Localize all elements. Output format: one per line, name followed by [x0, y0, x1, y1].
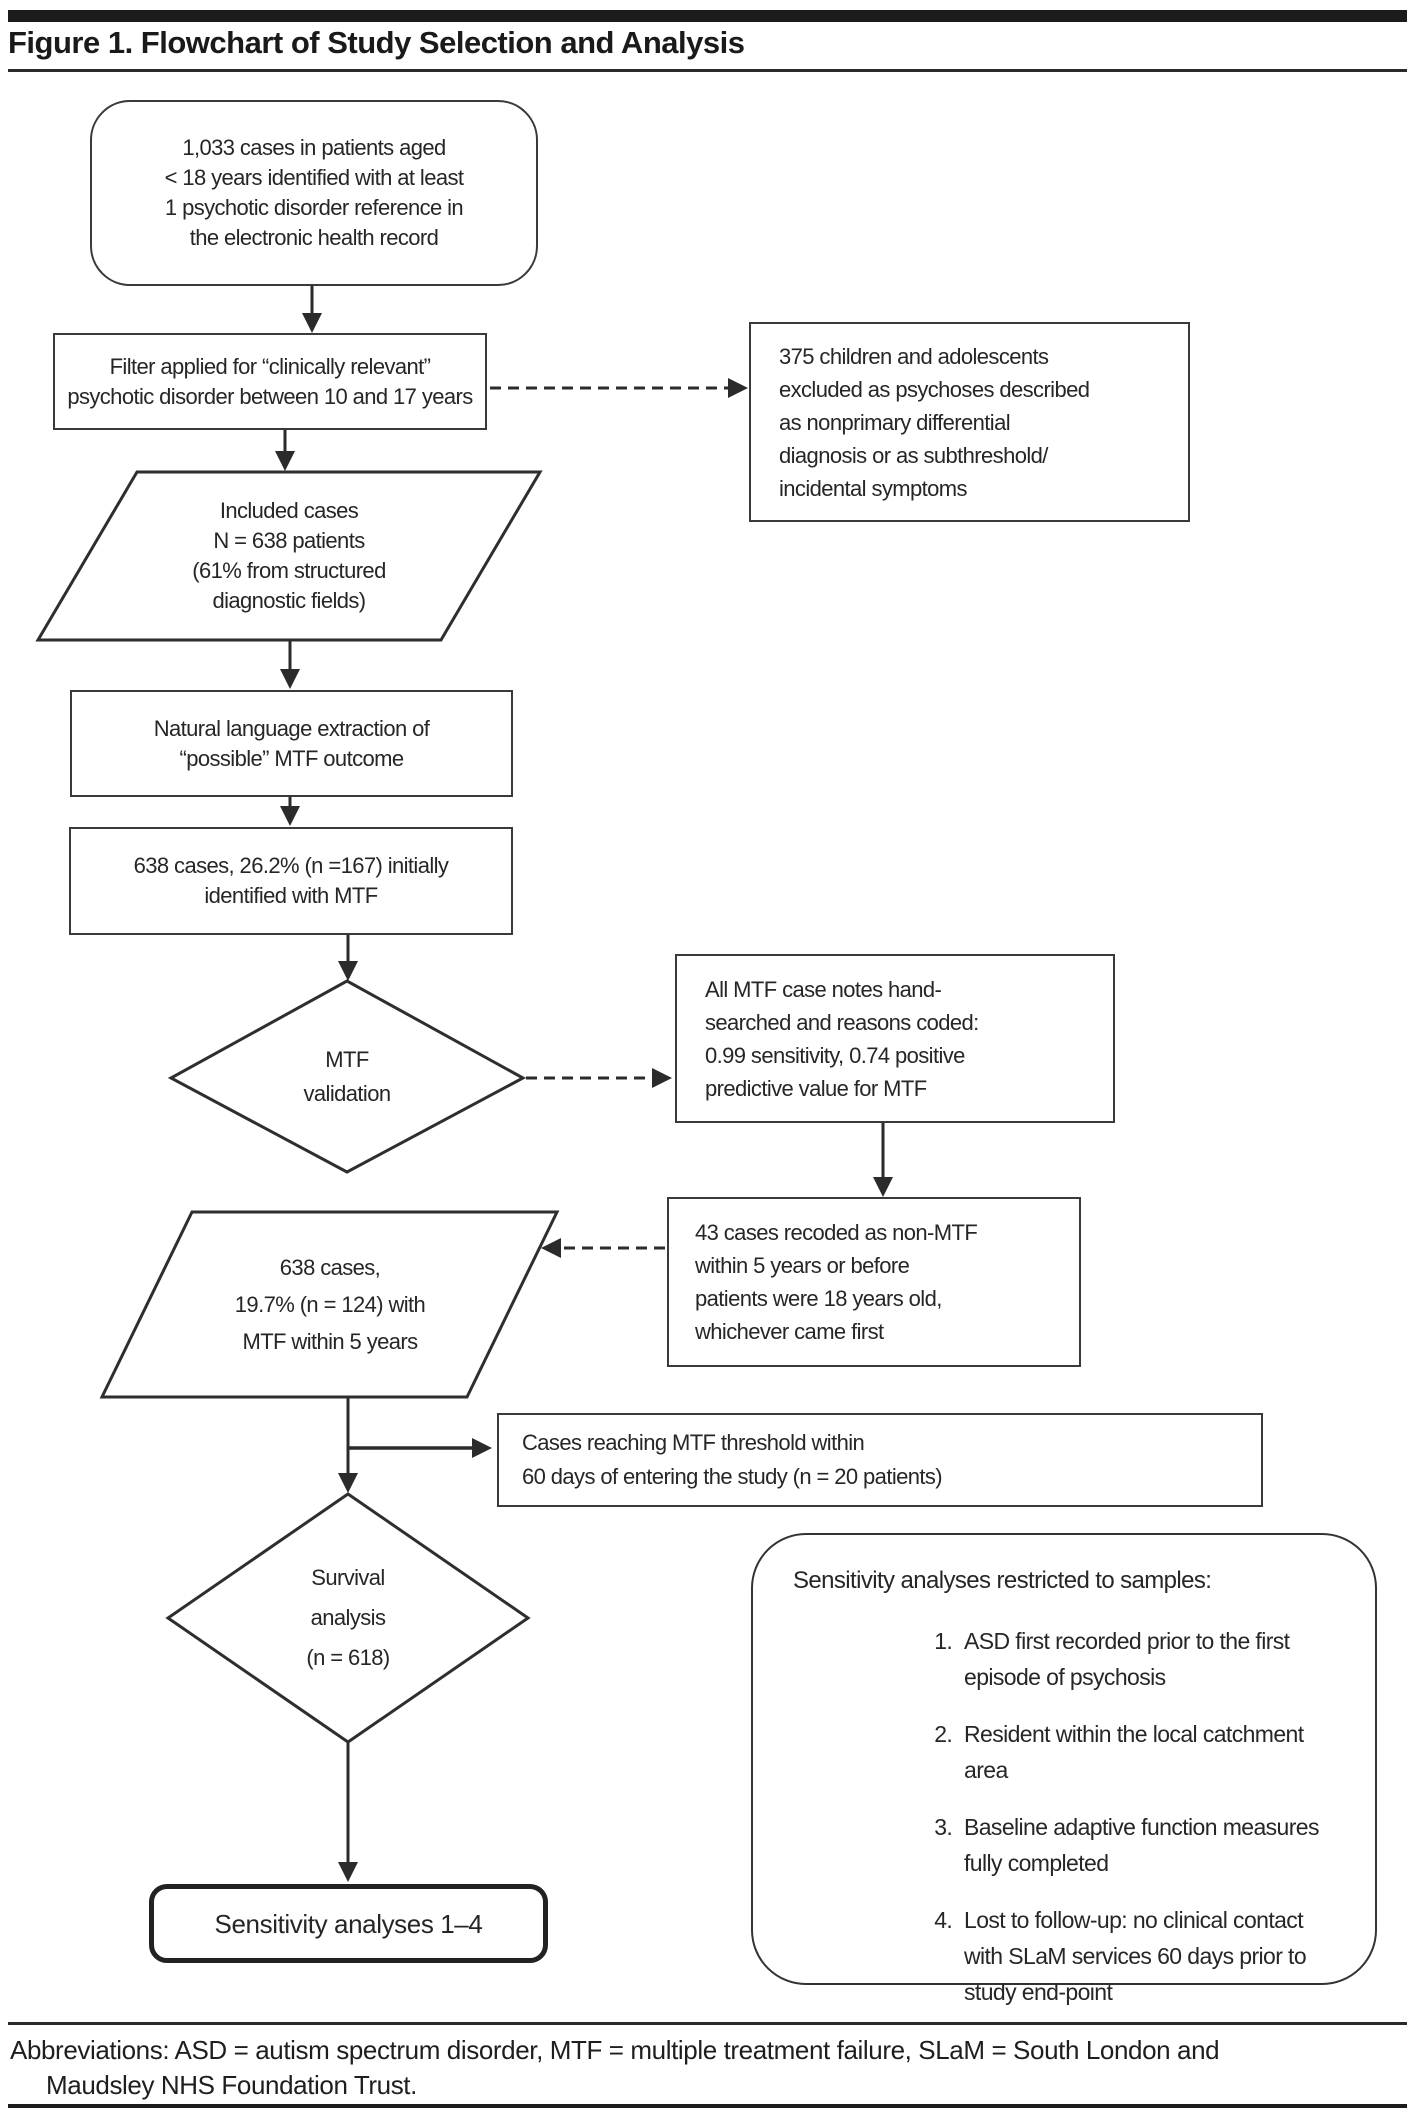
abbreviations-note: Abbreviations: ASD = autism spectrum dis… [10, 2035, 1220, 2100]
sensitivity-panel: Sensitivity analyses restricted to sampl… [751, 1533, 1377, 2005]
sensitivity-item-2: Resident within the local catchment area [958, 1716, 1335, 1788]
node-survival-label: Survival analysis (n = 618) [306, 1565, 390, 1670]
arrow-included-to-nlp [280, 640, 300, 689]
node-initial-mtf: 638 cases, 26.2% (n =167) initially iden… [69, 827, 513, 935]
footer-rule-bottom [8, 2104, 1407, 2108]
arrow-validation-to-handsearch [526, 1068, 672, 1088]
arrow-filter-to-included [275, 430, 295, 471]
node-included-label: Included cases N = 638 patients (61% fro… [192, 498, 386, 613]
sensitivity-item-3: Baseline adaptive function measures full… [958, 1809, 1335, 1881]
arrow-handsearch-to-recoded [873, 1123, 893, 1197]
sensitivity-panel-heading: Sensitivity analyses restricted to sampl… [793, 1567, 1212, 1594]
arrow-initial-to-validation [338, 935, 358, 981]
node-threshold-60: Cases reaching MTF threshold within 60 d… [497, 1413, 1263, 1507]
node-start: 1,033 cases in patients aged < 18 years … [90, 100, 538, 286]
arrow-filter-to-excluded [490, 378, 748, 398]
node-filter: Filter applied for “clinically relevant”… [53, 333, 487, 430]
mtf-validation-diamond [167, 979, 527, 1174]
footer-rule-top [8, 2022, 1407, 2025]
mtf-5yr-parallelogram [99, 1210, 560, 1399]
node-nlp: Natural language extraction of “possible… [70, 690, 513, 797]
node-mtf-5yr-label: 638 cases, 19.7% (n = 124) with MTF with… [234, 1255, 426, 1354]
figure-title: Figure 1. Flowchart of Study Selection a… [8, 25, 745, 60]
survival-diamond [165, 1492, 531, 1744]
sensitivity-panel-list: ASD first recorded prior to the first ep… [793, 1623, 1335, 2010]
arrow-nlp-to-initial [280, 797, 300, 826]
top-rule-thick [8, 10, 1407, 22]
node-sensitivity-terminal: Sensitivity analyses 1–4 [149, 1884, 548, 1963]
arrow-start-to-filter [302, 286, 322, 333]
arrow-5yr-to-survival [338, 1398, 358, 1493]
node-excluded: 375 children and adolescents excluded as… [749, 322, 1190, 522]
node-hand-search: All MTF case notes hand- searched and re… [675, 954, 1115, 1123]
node-validation-label: MTF validation [303, 1047, 392, 1106]
sensitivity-item-1: ASD first recorded prior to the first ep… [958, 1623, 1335, 1695]
included-parallelogram [35, 470, 543, 642]
node-recoded: 43 cases recoded as non-MTF within 5 yea… [667, 1197, 1081, 1367]
arrow-branch-to-threshold [348, 1438, 492, 1458]
arrow-recoded-to-5yr [541, 1238, 665, 1258]
title-rule [8, 69, 1407, 72]
sensitivity-item-4: Lost to follow-up: no clinical contact w… [958, 1902, 1335, 2010]
arrow-survival-to-terminal [338, 1743, 358, 1882]
